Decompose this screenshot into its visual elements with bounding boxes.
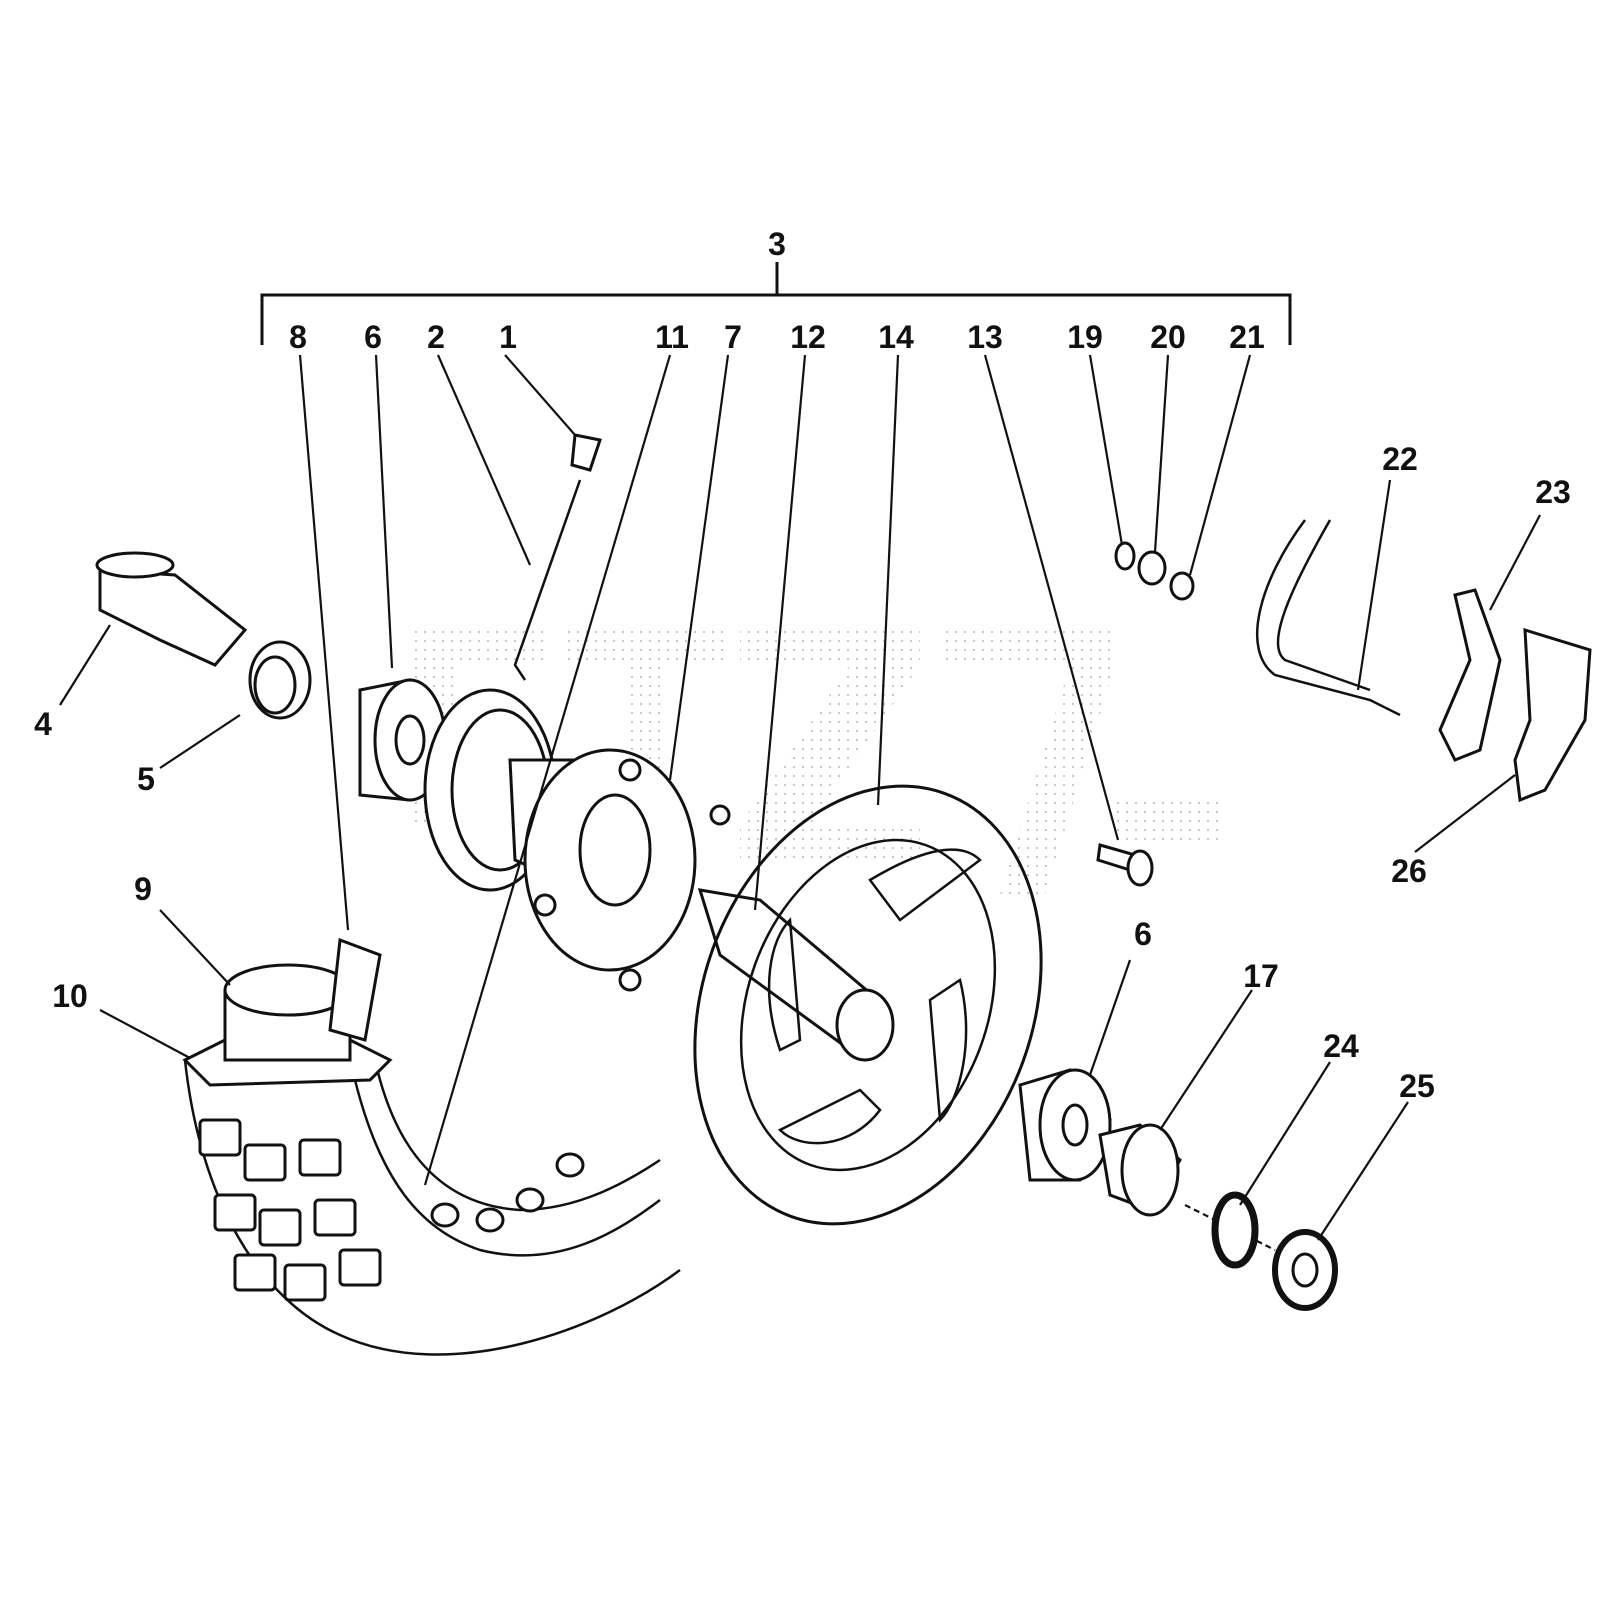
callout-21: 21 [1229,319,1265,355]
callout-2: 2 [427,319,445,355]
callout-17: 17 [1243,958,1279,994]
callout-9: 9 [134,871,152,907]
callout-4: 4 [34,706,52,742]
caliper-mount-plate [1513,627,1592,803]
callout-6: 6 [364,319,382,355]
brake-hose [1255,519,1401,717]
callout-12: 12 [790,319,826,355]
callout-19: 19 [1067,319,1103,355]
wheel-hub [423,688,731,992]
callout-22: 22 [1382,441,1418,477]
callout-25: 25 [1399,1068,1435,1104]
callout-13: 13 [967,319,1003,355]
washer [1211,1191,1259,1269]
disc-bolt [1096,843,1154,887]
callout-7: 7 [724,319,742,355]
callout-20: 20 [1150,319,1186,355]
tire [182,1038,681,1356]
callout-6-right: 6 [1134,916,1152,952]
spoke [513,479,582,681]
spoke-nipple [570,433,602,472]
hub-spacer [697,888,895,1062]
callout-14: 14 [878,319,914,355]
caliper-bracket [1438,588,1502,762]
leader-lines [59,354,1541,1241]
inner-tube [223,963,353,1062]
callout-24: 24 [1323,1028,1359,1064]
small-seals [1114,541,1195,601]
callout-23: 23 [1535,474,1571,510]
callout-26: 26 [1391,853,1427,889]
axle-nut [1272,1229,1338,1311]
oil-seal [1098,1123,1182,1217]
callout-11: 11 [655,319,689,355]
callout-labels: 3 8 6 2 1 11 7 12 14 13 19 20 21 22 23 4… [34,226,1571,1104]
wheel-bearing-right [1018,1068,1112,1182]
callout-5: 5 [137,761,155,797]
axle-spacer [95,551,312,720]
callout-1: 1 [499,319,517,355]
rim-tape [328,937,382,1042]
callout-3: 3 [768,226,786,262]
group-bracket [260,262,1292,345]
callout-10: 10 [52,978,88,1014]
callout-8: 8 [289,319,307,355]
brake-disc [693,784,1043,1226]
rim-spoke-holes [430,1152,585,1233]
tire-tread-blocks [198,1118,382,1302]
